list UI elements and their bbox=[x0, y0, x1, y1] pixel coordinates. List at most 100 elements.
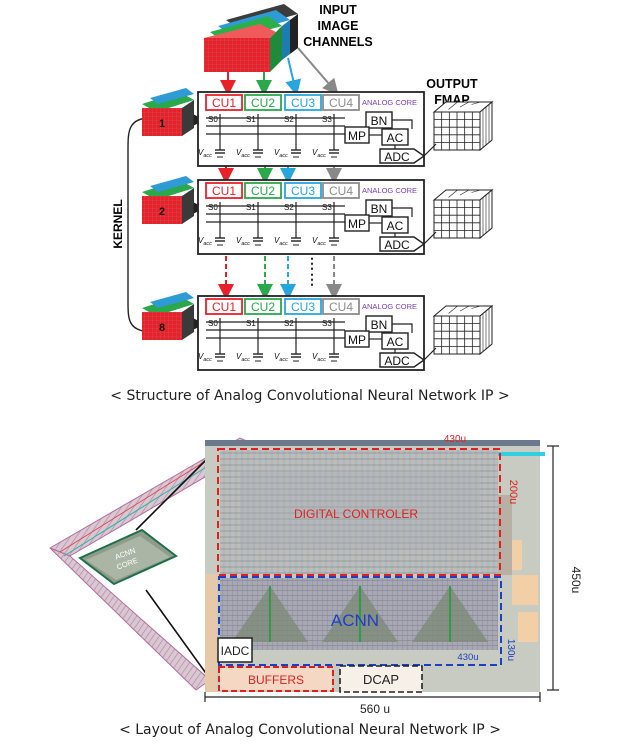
dim-430-mid: 430u bbox=[457, 652, 478, 663]
cu-box bbox=[284, 298, 322, 315]
dim-450: 450u bbox=[569, 567, 583, 594]
switch-label: S2 bbox=[284, 319, 294, 328]
bottom-caption: < Layout of Analog Convolutional Neural … bbox=[119, 722, 501, 738]
vacc-label: Vacc bbox=[274, 148, 288, 159]
analog-core-label: ANALOG CORE bbox=[362, 98, 417, 107]
switch-label: S1 bbox=[246, 115, 256, 124]
cu-label: CU1 bbox=[212, 300, 236, 314]
vacc-label: Vacc bbox=[198, 236, 212, 247]
acnn-label: ACNN bbox=[331, 611, 379, 630]
ac-label: AC bbox=[387, 219, 404, 233]
output-label-line1: OUTPUT bbox=[426, 77, 478, 91]
row-links: ⋮ ⋮ bbox=[218, 166, 342, 300]
ac-label: AC bbox=[387, 335, 404, 349]
cu-box bbox=[244, 298, 282, 315]
cu-box bbox=[205, 298, 243, 315]
kernel-label: KERNEL bbox=[111, 199, 125, 248]
top-caption: < Structure of Analog Convolutional Neur… bbox=[110, 388, 509, 404]
vacc-label: Vacc bbox=[198, 352, 212, 363]
cu-label: CU2 bbox=[251, 300, 275, 314]
cu-label: CU1 bbox=[212, 184, 236, 198]
switch-label: S2 bbox=[284, 115, 294, 124]
kernel-index: 8 bbox=[159, 322, 165, 334]
dcap-block bbox=[339, 665, 423, 693]
vacc-label: Vacc bbox=[312, 352, 326, 363]
switch-label: S1 bbox=[246, 319, 256, 328]
analog-core-label: ANALOG CORE bbox=[362, 302, 417, 311]
cu-label: CU2 bbox=[251, 96, 275, 110]
buffers-label: BUFFERS bbox=[248, 673, 304, 687]
vacc-label: Vacc bbox=[274, 236, 288, 247]
input-label-line2: IMAGE bbox=[318, 19, 359, 33]
input-label-line1: INPUT bbox=[319, 3, 357, 17]
cu-box bbox=[322, 298, 360, 315]
dim-560: 560 u bbox=[360, 702, 390, 716]
switch-label: S0 bbox=[208, 115, 218, 124]
input-image-cube bbox=[204, 4, 298, 72]
cu-box bbox=[205, 94, 243, 111]
switch-label: S3 bbox=[322, 319, 332, 328]
adc-label: ADC bbox=[384, 354, 410, 368]
mp-label: MP bbox=[348, 333, 366, 347]
vacc-label: Vacc bbox=[236, 148, 250, 159]
svg-text:⋮: ⋮ bbox=[305, 271, 319, 287]
acnn-triangles bbox=[232, 586, 488, 642]
analog-core-label: ANALOG CORE bbox=[362, 186, 417, 195]
mp-label: MP bbox=[348, 217, 366, 231]
cu-box bbox=[284, 182, 322, 199]
cu-box bbox=[244, 182, 282, 199]
switch-label: S1 bbox=[246, 203, 256, 212]
bn-label: BN bbox=[371, 202, 388, 216]
vacc-label: Vacc bbox=[312, 236, 326, 247]
cu-label: CU3 bbox=[291, 300, 315, 314]
cu-label: CU3 bbox=[291, 184, 315, 198]
kernel-index: 1 bbox=[159, 118, 165, 130]
cu-label: CU4 bbox=[329, 184, 353, 198]
bn-label: BN bbox=[371, 318, 388, 332]
cu-box bbox=[322, 94, 360, 111]
cu-label: CU1 bbox=[212, 96, 236, 110]
acnn-outline bbox=[218, 576, 502, 666]
adc-label: ADC bbox=[384, 238, 410, 252]
switch-label: S0 bbox=[208, 203, 218, 212]
iadc-label: IADC bbox=[221, 644, 250, 658]
vacc-label: Vacc bbox=[236, 236, 250, 247]
adc-label: ADC bbox=[384, 150, 410, 164]
ac-label: AC bbox=[387, 131, 404, 145]
dcap-label: DCAP bbox=[363, 672, 399, 687]
cu-label: CU2 bbox=[251, 184, 275, 198]
switch-label: S0 bbox=[208, 319, 218, 328]
digital-controller-outline bbox=[217, 448, 501, 576]
switch-label: S2 bbox=[284, 203, 294, 212]
cu-box bbox=[205, 182, 243, 199]
cu-box bbox=[322, 182, 360, 199]
dim-130: 130u bbox=[505, 639, 516, 661]
cu-label: CU4 bbox=[329, 96, 353, 110]
dim-430-top: 430u bbox=[444, 434, 466, 445]
vacc-label: Vacc bbox=[198, 148, 212, 159]
switch-label: S3 bbox=[322, 115, 332, 124]
cu-box bbox=[284, 94, 322, 111]
kernel-index: 2 bbox=[159, 206, 165, 218]
buffers-block bbox=[220, 668, 332, 690]
cu-label: CU4 bbox=[329, 300, 353, 314]
digital-controller-label: DIGITAL CONTROLER bbox=[294, 507, 418, 521]
acnn-core-chip bbox=[78, 528, 178, 586]
bn-label: BN bbox=[371, 114, 388, 128]
vacc-label: Vacc bbox=[312, 148, 326, 159]
svg-text:⋮: ⋮ bbox=[305, 255, 319, 271]
vacc-label: Vacc bbox=[236, 352, 250, 363]
digital-controller-block bbox=[220, 450, 498, 574]
iadc-block bbox=[217, 637, 253, 663]
mp-label: MP bbox=[348, 129, 366, 143]
dim-200: 200u bbox=[507, 480, 519, 504]
cu-label: CU3 bbox=[291, 96, 315, 110]
switch-label: S3 bbox=[322, 203, 332, 212]
cu-box bbox=[244, 94, 282, 111]
vacc-label: Vacc bbox=[274, 352, 288, 363]
